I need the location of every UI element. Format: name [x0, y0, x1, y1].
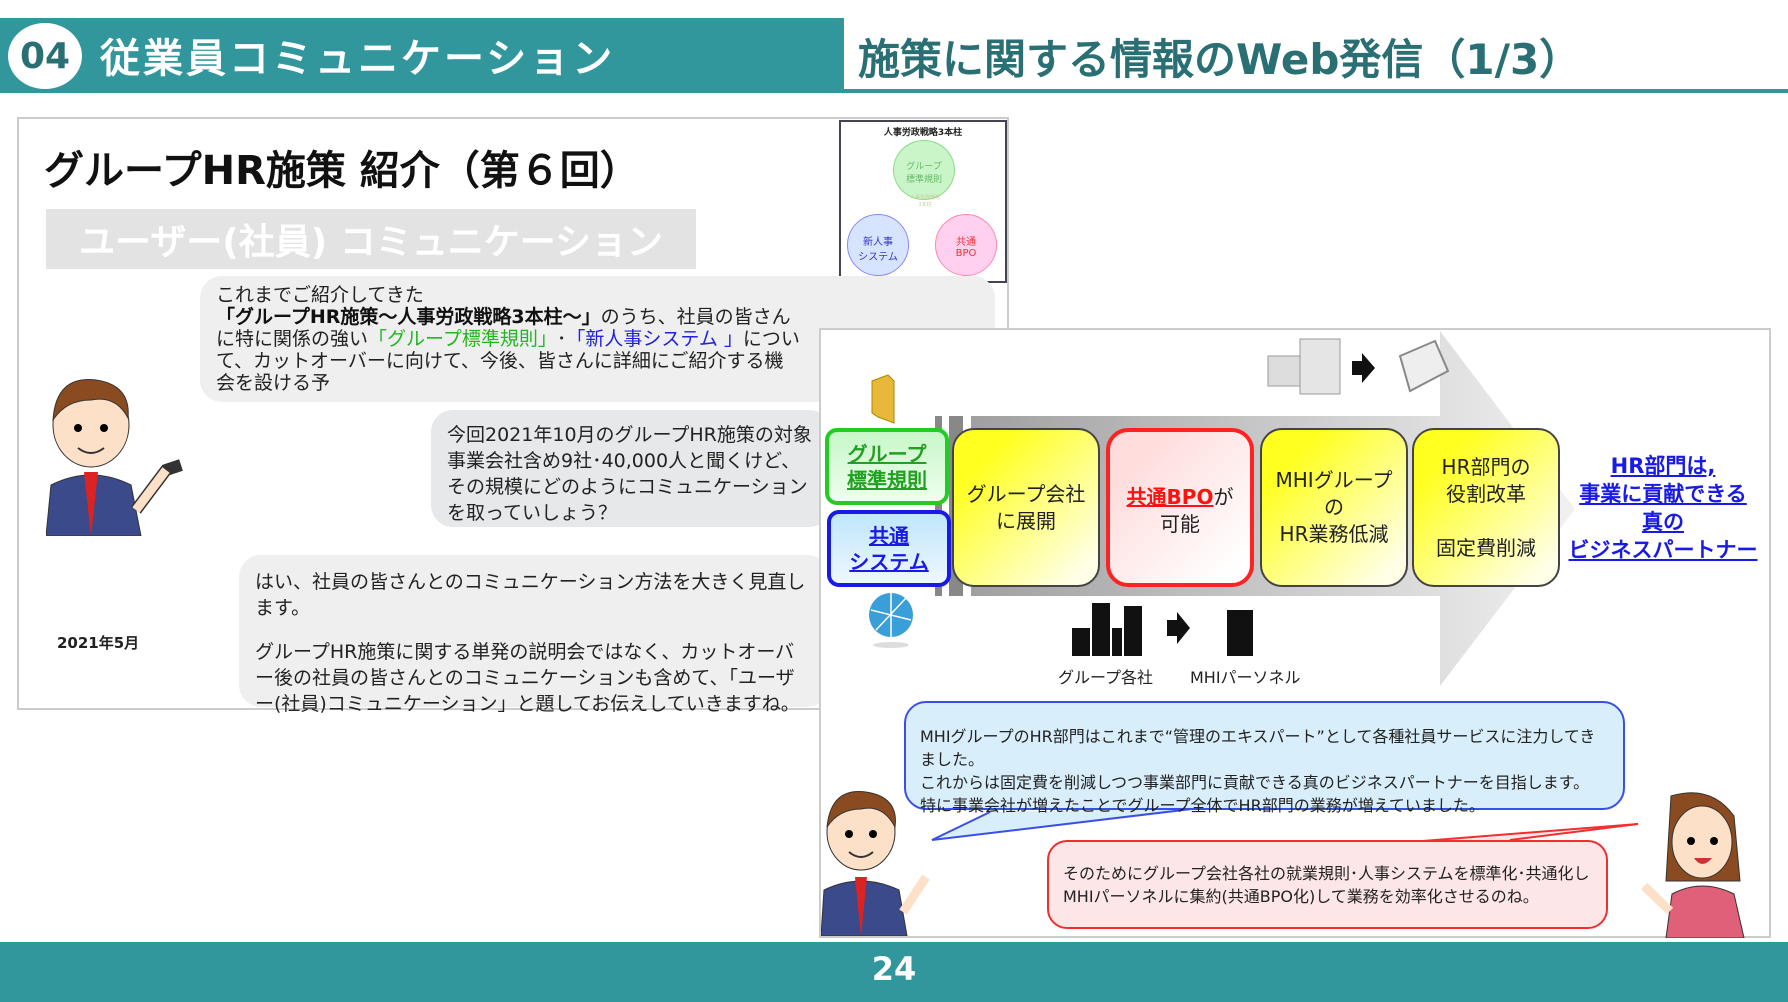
blue-text: 「新人事システム 」: [566, 328, 743, 350]
circle-group-rules: グループ 標準規則: [893, 140, 955, 200]
text: ･: [556, 328, 567, 350]
paper-stack-to-single-icon: [1267, 338, 1450, 395]
box-common-bpo: 共通BPOが可能: [1106, 428, 1254, 587]
text: が: [1213, 485, 1234, 509]
box-hr-reform: HR部門の 役割改革 固定費削減: [1412, 428, 1560, 587]
businesswoman-illustration: [1640, 792, 1745, 938]
text: これまでご紹介してきた: [216, 284, 424, 306]
bubble-line: そのためにグループ会社各社の就業規則･人事システムを標準化･共通化し: [1063, 864, 1590, 883]
date-label: 2021年5月: [57, 634, 140, 652]
speech-bubble-answer: はい、社員の皆さんとのコミュニケーション方法を大きく見直します。 グループHR施…: [239, 555, 829, 715]
businessman-illustration: [821, 790, 930, 936]
book-icon: [871, 374, 895, 424]
thumbnail-title: 人事労政戦略3本柱: [883, 128, 963, 138]
bpo-highlight: 共通BPO: [1126, 485, 1214, 509]
tag-common-system: 共通 システム: [827, 510, 951, 587]
header-band: [0, 18, 844, 93]
speech-bubble-bpo: そのためにグループ会社各社の就業規則･人事システムを標準化･共通化し MHIパー…: [1047, 840, 1608, 929]
speech-bubble-question: 今回2021年10月のグループHR施策の対象事業会社含め9社･40,000人と聞…: [431, 410, 831, 527]
section-title: 従業員コミュニケーション: [100, 36, 616, 82]
slide-banner: ユーザー(社員) コミュニケーション: [46, 209, 696, 269]
three-pillars-thumbnail: 人事労政戦略3本柱 グループ 標準規則 人事労政戦略 3本柱 新人事 システム …: [839, 120, 1007, 283]
buildings-icon: [1072, 603, 1253, 656]
page-number: 24: [871, 950, 917, 988]
label-mhi-personnel: MHIパーソネル: [1190, 668, 1301, 687]
bubble-line: 特に事業会社が増えたことでグループ全体でHR部門の業務が増えていました。: [920, 796, 1485, 815]
box-hr-reduce: MHIグループ の HR業務低減: [1260, 428, 1408, 587]
circle-center: 人事労政戦略 3本柱: [909, 195, 940, 208]
text: について、カットオーバーに向けて、今後、皆さんに詳細にご紹介する機会を設ける予: [216, 328, 800, 394]
businessman-illustration: [46, 379, 183, 536]
label-group-companies: グループ各社: [1058, 668, 1154, 687]
speech-bubble-hr-dept: MHIグループのHR部門はこれまで“管理のエキスパート”として各種社員サービスに…: [904, 701, 1625, 815]
header-underline: [844, 89, 1788, 93]
globe-icon: [869, 593, 913, 648]
answer-line-1: はい、社員の皆さんとのコミュニケーション方法を大きく見直します。: [255, 571, 806, 619]
tag-group-rules: グループ 標準規則: [825, 428, 949, 505]
text: のうち、社員の皆さんに特に関係の強い: [216, 306, 791, 350]
circle-hr-system: 新人事 システム: [847, 214, 909, 276]
section-number: 04: [8, 23, 82, 89]
slide-title: グループHR施策 紹介（第６回）: [44, 148, 640, 194]
footer-band: [0, 942, 1788, 1002]
bubble-line: MHIグループのHR部門はこれまで“管理のエキスパート”として各種社員サービスに…: [920, 727, 1596, 769]
business-partner-link[interactable]: HR部門は, 事業に貢献できる 真の ビジネスパートナー: [1568, 454, 1758, 562]
answer-line-2: グループHR施策に関する単発の説明会ではなく、カットオーバー後の社員の皆さんとの…: [255, 641, 800, 715]
circle-bpo: 共通 BPO: [935, 214, 997, 276]
text: 可能: [1160, 512, 1200, 536]
page-title: 施策に関する情報のWeb発信（1/3）: [858, 35, 1582, 84]
box-group-deploy: グループ会社 に展開: [952, 428, 1100, 587]
green-text: 「グループ標準規則」: [368, 328, 557, 350]
bubble-line: MHIパーソネルに集約(共通BPO化)して業務を効率化させるのね。: [1063, 887, 1539, 906]
bubble-line: これからは固定費を削減しつつ事業部門に貢献できる真のビジネスパートナーを目指しま…: [920, 773, 1590, 792]
bubble-tails: [931, 807, 1639, 843]
bold-text: 「グループHR施策～人事労政戦略3本柱～」: [216, 306, 601, 328]
